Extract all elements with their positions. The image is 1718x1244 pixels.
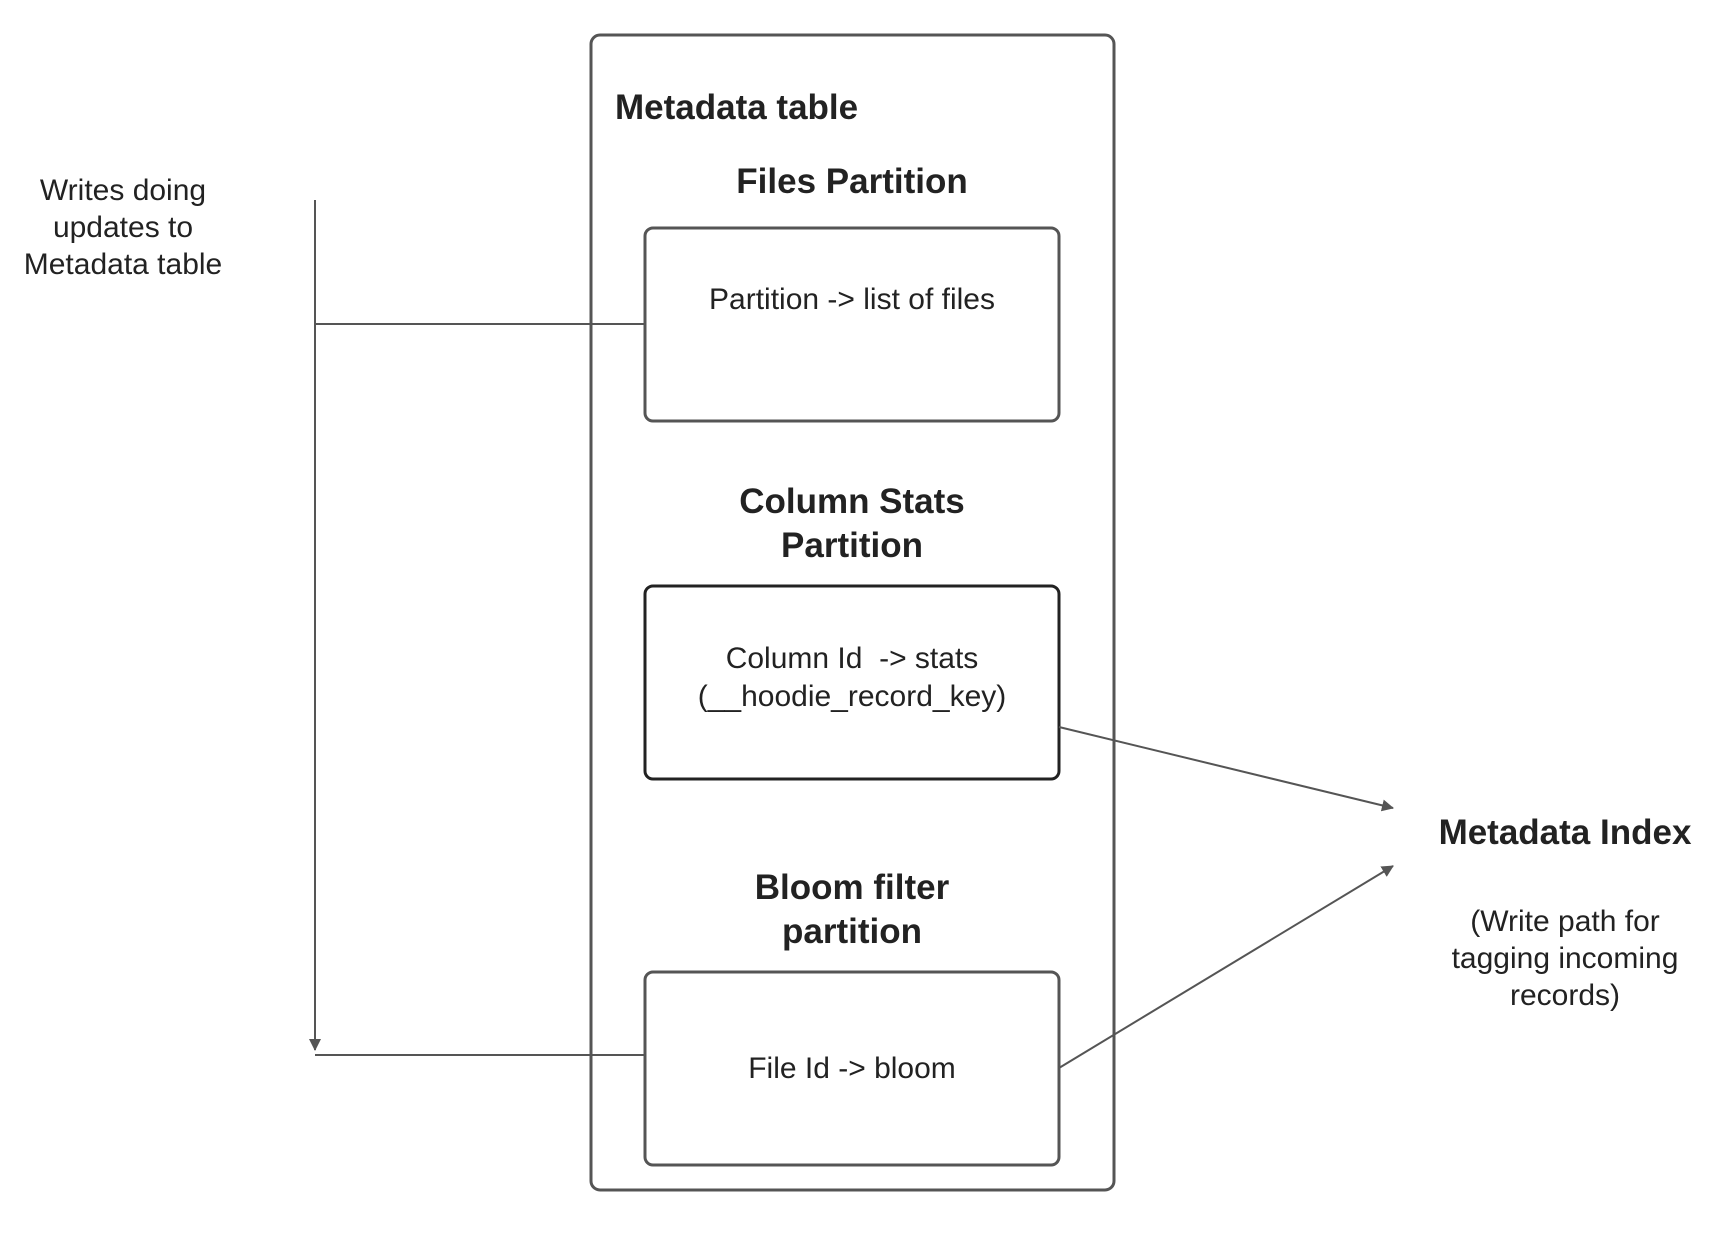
metadata-table-title: Metadata table bbox=[615, 88, 859, 127]
bloom-to-index-arrow bbox=[1058, 865, 1394, 1069]
bloom-filter-heading-line-1: Bloom filter bbox=[754, 868, 950, 907]
column-stats-heading-line-2: Partition bbox=[781, 526, 923, 565]
column-stats-to-index-arrow bbox=[1058, 726, 1394, 812]
bloom-filter-partition-content: File Id -> bloom bbox=[748, 1052, 956, 1085]
column-stats-partition-heading: Column Stats Partition bbox=[645, 480, 1059, 568]
metadata-index-subtitle: (Write path for tagging incoming records… bbox=[1420, 903, 1710, 1014]
writes-label: Writes doing updates to Metadata table bbox=[0, 172, 246, 283]
writes-label-line-3: Metadata table bbox=[23, 248, 223, 281]
files-partition-content: Partition -> list of files bbox=[709, 283, 995, 316]
writes-label-line-1: Writes doing bbox=[39, 174, 207, 207]
bloom-filter-partition-heading: Bloom filter partition bbox=[645, 866, 1059, 954]
column-stats-partition-content: Column Id -> stats (__hoodie_record_key) bbox=[645, 640, 1059, 716]
metadata-table-container bbox=[589, 33, 1116, 1192]
column-stats-content-line-1: Column Id -> stats bbox=[725, 642, 979, 675]
column-stats-heading-line-1: Column Stats bbox=[739, 482, 965, 521]
column-stats-content-line-2: (__hoodie_record_key) bbox=[697, 680, 1007, 713]
metadata-index-subtitle-line-2: tagging incoming bbox=[1451, 942, 1679, 975]
column-stats-partition-box bbox=[643, 584, 1061, 781]
bloom-filter-partition-box bbox=[643, 970, 1061, 1167]
metadata-index-title: Metadata Index bbox=[1438, 813, 1692, 852]
files-partition-box bbox=[643, 226, 1061, 423]
metadata-index-subtitle-line-1: (Write path for bbox=[1470, 905, 1660, 938]
files-partition-heading: Files Partition bbox=[736, 162, 968, 201]
metadata-index-subtitle-line-3: records) bbox=[1509, 979, 1621, 1012]
bloom-filter-heading-line-2: partition bbox=[782, 912, 922, 951]
writes-label-line-2: updates to bbox=[52, 211, 194, 244]
